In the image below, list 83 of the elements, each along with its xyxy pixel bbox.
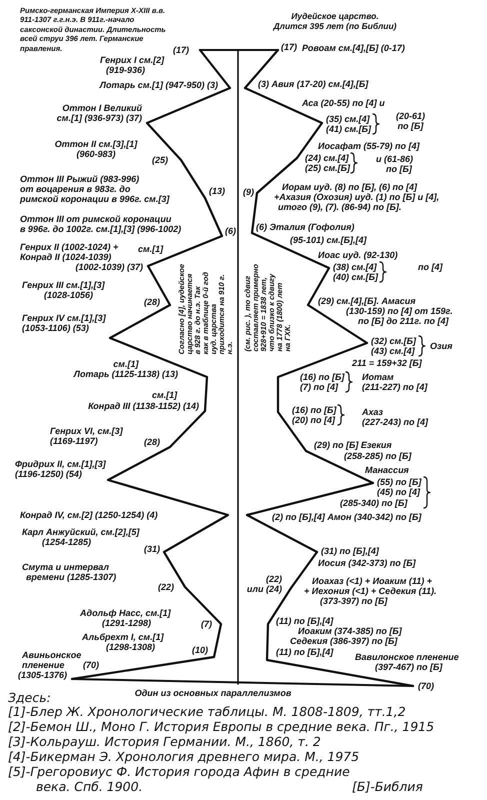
reign-label: Ахаз (227-243) по [4] (362, 407, 428, 427)
reign-label: Иорам иуд. (8) по [Б], (6) по [4] +Ахазия (Охозия) иуд. (1) по [Б] и [4], итого (9), (7). (86-94) по [Б]. (274, 182, 440, 212)
reference-text: [4]-Бикерман Э. Хронология древнего мира. М., 1975 (8, 749, 360, 764)
duration-label: (70) (83, 660, 100, 670)
duration-label: (10) (192, 645, 208, 655)
reign-label: Седекия (386-397) по [Б] (290, 636, 398, 646)
reference-text: [Б]-Библия (352, 779, 423, 794)
reign-label: и (61-86) по [Б] (376, 154, 414, 174)
reign-label: (11) по [Б],[4] (276, 616, 334, 626)
reign-label: Фридрих II, см.[1],[3] (1196-1250) (54) (15, 459, 106, 479)
reign-label: Конрад IV, см.[2] (1250-1254) (4) (20, 510, 158, 520)
reign-label: Вавилонское пленение (397-467) по [Б] (355, 652, 459, 672)
reign-label: (31) по [Б],[4] (321, 546, 379, 556)
reign-label: Оттон III от римской коронации в 996г. до 1002г. см.[1],[3] (996-1002) (20, 214, 182, 234)
reign-label: Лотарь см.[1] (947-950) (3) (100, 80, 218, 90)
reign-label: (32) см.[Б] (43) см.[4] (371, 336, 416, 356)
duration-label: (7) (201, 619, 212, 629)
reign-label: Генрих I см.[2] (919-936) (100, 55, 164, 75)
reign-label: (130-159) по [4] от 159г. по [Б] до 211г. по [4] (346, 306, 453, 326)
reference-text: [3]-Кольрауш. История Германии. М., 1860, т. 2 (8, 734, 321, 749)
duration-label: (70) (418, 681, 434, 691)
reign-label: Генрих IV см.[1],[3] (1053-1106) (53) (22, 313, 106, 333)
reference-text: [1]-Блер Ж. Хронологические таблицы. М. 1808-1809, тт.1,2 (8, 704, 406, 719)
reign-label: Генрих VI, см.[3] (1169-1197) (50, 426, 123, 446)
reign-label: см.[1] (138, 244, 164, 254)
caption-text: Один из основных параллелизмов (134, 688, 292, 698)
duration-label: (28) (144, 297, 160, 307)
reign-label: (95-101) см.[Б],[4] (290, 235, 367, 245)
reign-label: Карл Анжуйский, см.[2],[5] (1254-1285) (22, 527, 140, 547)
reign-label: (3) Авия (17-20) см.[4],[Б] (258, 79, 368, 89)
reign-label: Оттон I Великий см.[1] (936-973) (37) (56, 103, 142, 123)
reign-label: Генрих II (1002-1024) + Конрад II (1024-1039) (20, 242, 118, 262)
duration-label: (6) (225, 226, 236, 236)
reign-label: (6) Эталия (Гофолия) (256, 222, 354, 232)
reign-label: см.[1] Лотарь (1125-1138) (13) (74, 359, 178, 379)
reign-label: Оттон II см.[3],[1] (960-983) (54, 139, 138, 159)
reign-label: 211 = 159+32 [Б] (352, 358, 422, 368)
reign-label: см.[1] (152, 390, 178, 400)
reign-label: (285-340) по [Б] (340, 498, 408, 508)
reign-label: Манассия (365, 465, 409, 475)
reign-label: Озия (430, 341, 452, 351)
duration-label: (9) (243, 187, 254, 197)
note-text: Здесь: (8, 690, 51, 705)
duration-label: (22) (158, 582, 174, 592)
reign-label: (16) по [Б] (7) по [4] (300, 372, 344, 392)
reign-label: Иоас иуд. (92-130) (318, 250, 398, 260)
reign-label: Оттон III Рыжий (983-996) от воцарения в 983г. до римской коронации в 996г. см.[3] (20, 174, 170, 204)
reign-label: Адольф Насс, см.[1] (1291-1298) (80, 608, 171, 628)
reign-label: (258-285) по [Б] (344, 451, 412, 461)
reign-label: (29) по [Б] Езекия (314, 440, 392, 450)
reign-label: Иоахаз (<1) + Иоаким (11) + + Иехония (<1) + Седекия (11). (373-397) по [Б] (304, 576, 437, 606)
reign-label: (55) по [Б] (45) по [4] (377, 477, 422, 497)
reign-label: (1002-1039) (37) (75, 262, 143, 272)
duration-label: (17) (281, 42, 298, 52)
duration-label: (28) (144, 437, 160, 447)
reign-label: (38) см.[4] (40) см.[Б] (333, 262, 378, 282)
reference-text: [5]-Грегоровиус Ф. История города Афин в средние века. Спб. 1900. (8, 764, 350, 794)
duration-label: (31) (144, 544, 160, 554)
duration-label: (13) (209, 186, 226, 196)
duration-label: (22) или (24) (246, 574, 282, 594)
reign-label: (20-61) по [Б] (396, 111, 426, 131)
reign-label: Иосия (342-373) по [Б] (318, 558, 416, 568)
duration-label: (17) (173, 45, 190, 55)
heading-text: Иудейское царство. Длится 395 лет (по Библии) (274, 11, 396, 31)
reign-label: Аса (20-55) по [4] и (302, 98, 385, 108)
reign-label: (11) по [Б],[4] (276, 647, 334, 657)
reign-label: Альбрехт I, см.[1] (1298-1308) (82, 632, 164, 652)
reign-label: (35) см.[4] (41) см.[Б] (326, 114, 372, 134)
reign-label: (24) см.[4] (25) см.[Б] (305, 153, 350, 173)
reign-label: Конрад III (1138-1152) (14) (88, 401, 199, 411)
reign-label: Иосафат (55-79) по [4] (318, 141, 420, 151)
reign-label: Иотам (211-227) по [4] (362, 372, 428, 392)
reign-label: (16) по [Б] (20) по [4] (292, 405, 336, 425)
reign-label: Смута и интервал времени (1285-1307) (22, 562, 116, 582)
reign-label: по [4] (418, 262, 442, 272)
reference-text: [2]-Бемон Ш., Моно Г. История Европы в средние века. Пг., 1915 (8, 719, 434, 734)
reign-label: Авиньонское пленение (1305-1376) (18, 650, 82, 680)
reign-label: Генрих III см.[1],[3] (1028-1056) (22, 280, 105, 300)
duration-label: (25) (152, 155, 168, 165)
reign-label: Ровоам см.[4],[Б] (0-17) (302, 43, 405, 53)
reign-label: Иоаким (374-385) по [Б] (298, 626, 402, 636)
reign-label: (2) по [Б],[4] Амон (340-342) по [Б] (272, 512, 422, 522)
reign-label: (29) см.[4],[Б]. Амасия (318, 296, 416, 306)
